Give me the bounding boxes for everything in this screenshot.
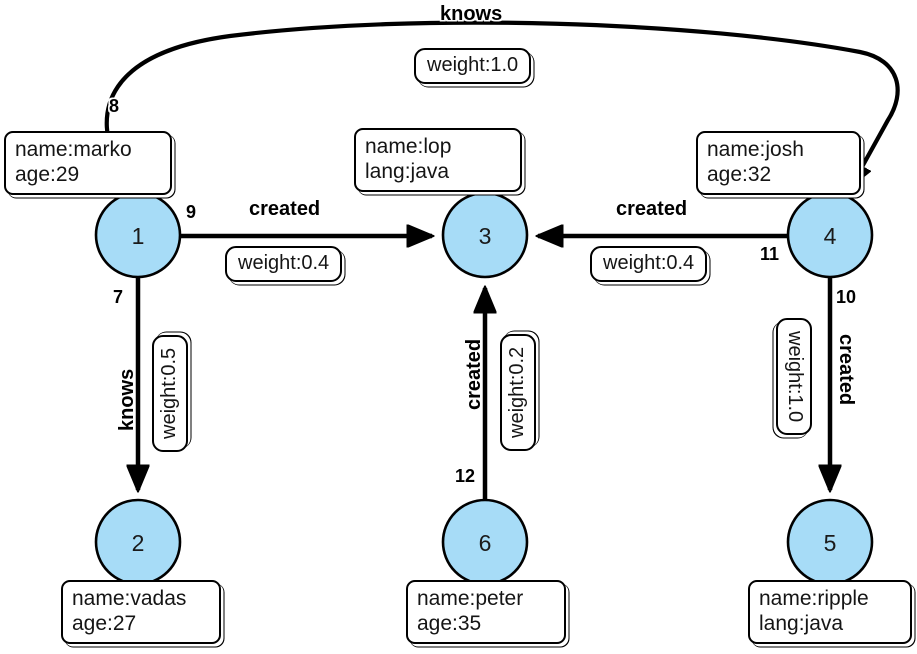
- vertex-1-prop-age: age:29: [15, 162, 80, 186]
- edge-11-label-created: created: [616, 198, 688, 220]
- edge-11-weight-box: weight:0.4: [590, 246, 708, 282]
- vertex-3-property-box: name:lop lang:java: [354, 128, 522, 193]
- edge-12-weight-box: weight:0.2: [500, 333, 536, 451]
- vertex-6-prop-age: age:35: [417, 611, 482, 635]
- edge-7-weight-box: weight:0.5: [152, 334, 188, 452]
- edge-7-label-knows: knows: [116, 368, 138, 431]
- vertex-5-prop-lang: lang:java: [759, 611, 844, 635]
- edge-10-id: 10: [836, 287, 857, 307]
- vertex-6-prop-name: name:peter: [417, 587, 524, 610]
- edge-9-id: 9: [186, 202, 197, 222]
- edge-7-id: 7: [113, 287, 124, 307]
- vertex-6-property-box: name:peter age:35: [406, 580, 566, 645]
- vertex-6-id: 6: [479, 530, 492, 556]
- vertex-2-prop-age: age:27: [72, 611, 137, 635]
- vertex-3-prop-name: name:lop: [365, 135, 452, 158]
- edge-8-label-knows: knows: [440, 3, 503, 25]
- vertex-3-id: 3: [479, 223, 492, 249]
- vertex-5-property-box: name:ripple lang:java: [748, 580, 912, 645]
- edge-12-id: 12: [455, 466, 476, 486]
- edge-10-weight-box: weight:1.0: [776, 318, 812, 436]
- vertex-4-prop-age: age:32: [707, 162, 772, 186]
- vertex-3-prop-lang: lang:java: [365, 159, 450, 183]
- vertex-1-property-box: name:marko age:29: [4, 131, 172, 196]
- vertex-2[interactable]: 2: [94, 498, 182, 586]
- edge-8-id: 8: [109, 96, 120, 116]
- edge-11-id: 11: [760, 244, 780, 264]
- edge-12-label-created: created: [463, 338, 485, 410]
- vertex-2-prop-name: name:vadas: [72, 587, 187, 610]
- vertex-2-property-box: name:vadas age:27: [61, 580, 221, 645]
- vertex-1-id: 1: [132, 223, 145, 249]
- vertex-4[interactable]: 4: [786, 191, 874, 279]
- vertex-4-id: 4: [824, 223, 837, 249]
- vertex-5[interactable]: 5: [786, 498, 874, 586]
- vertex-4-prop-name: name:josh: [707, 138, 804, 161]
- vertex-4-property-box: name:josh age:32: [696, 131, 861, 196]
- edge-10-label-created: created: [835, 334, 857, 406]
- edge-9-label-created: created: [249, 198, 321, 220]
- vertex-3[interactable]: 3: [441, 191, 529, 279]
- edge-8-weight-box: weight:1.0: [414, 48, 532, 84]
- vertex-1-prop-name: name:marko: [15, 138, 132, 161]
- vertex-2-id: 2: [132, 530, 145, 556]
- edge-9-weight-box: weight:0.4: [225, 246, 343, 282]
- vertex-6[interactable]: 6: [441, 498, 529, 586]
- vertex-5-id: 5: [824, 530, 837, 556]
- vertex-5-prop-name: name:ripple: [759, 587, 869, 610]
- edge-8-knows-1-to-4[interactable]: [104, 20, 900, 185]
- vertex-1[interactable]: 1: [94, 191, 182, 279]
